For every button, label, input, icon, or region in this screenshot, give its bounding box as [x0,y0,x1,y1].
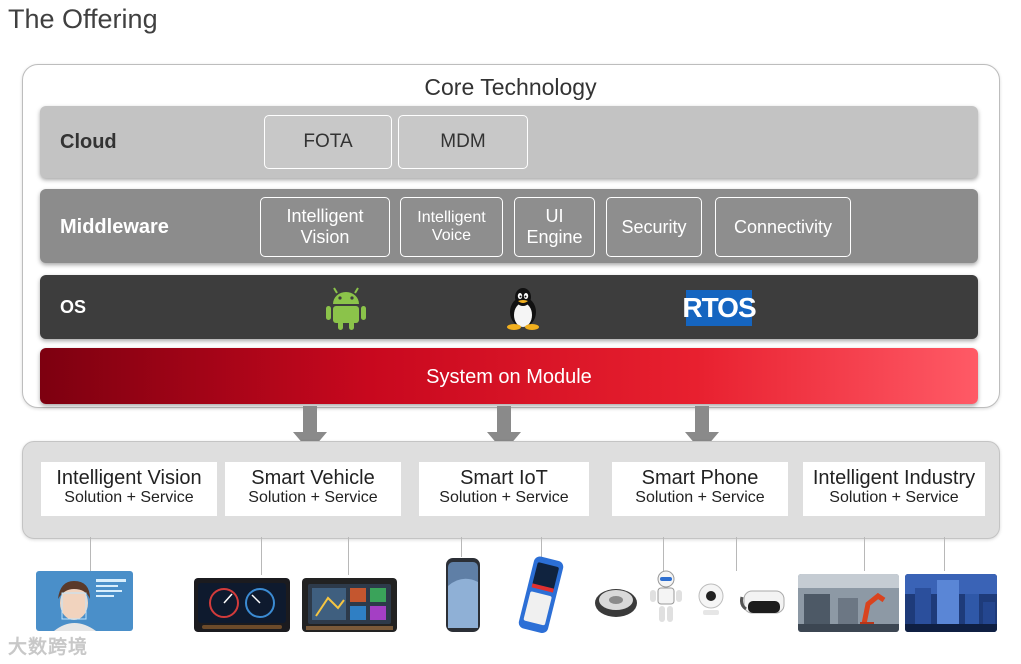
middleware-layer-label: Middleware [60,216,169,238]
solution-box-smart-iot: Smart IoT Solution + Service [419,462,589,516]
smart-camera-image [698,583,724,615]
connector-line [944,537,945,571]
cloud-layer-label: Cloud [60,131,117,153]
humanoid-robot-image [650,570,682,622]
cloud-box-fota: FOTA [264,115,392,169]
page-title: The Offering [8,4,158,34]
android-icon [326,287,366,330]
face-recognition-image [36,571,133,631]
connector-line [90,537,91,571]
solution-subtitle: Solution + Service [635,489,765,506]
solution-box-smart-phone: Smart Phone Solution + Service [612,462,788,516]
core-technology-title: Core Technology [424,74,597,100]
system-on-module-label: System on Module [426,366,592,388]
solution-name: Smart Vehicle [251,467,375,489]
middleware-box-intelligent-voice: Intelligent Voice [400,197,503,257]
os-layer-label: OS [60,297,87,317]
connector-line [864,537,865,571]
industrial-buildings-image [905,574,997,632]
solution-box-smart-vehicle: Smart Vehicle Solution + Service [225,462,401,516]
vehicle-infotainment-image [302,578,397,632]
watermark-text: 大数跨境 [8,637,89,658]
solution-subtitle: Solution + Service [64,489,194,506]
solution-subtitle: Solution + Service [248,489,378,506]
solution-box-intelligent-vision: Intelligent Vision Solution + Service [41,462,217,516]
solution-name: Smart Phone [641,467,759,489]
middleware-box-ui-engine: UI Engine [514,197,595,257]
down-arrow-icon [487,406,521,452]
cloud-box-mdm: MDM [398,115,528,169]
middleware-box-intelligent-vision: Intelligent Vision [260,197,390,257]
down-arrow-icon [293,406,327,452]
connector-line [461,537,462,557]
connector-line [261,537,262,575]
pos-terminal-image [518,556,564,634]
solution-box-intelligent-industry: Intelligent Industry Solution + Service [803,462,985,516]
solution-name: Smart IoT [460,467,548,489]
solution-subtitle: Solution + Service [439,489,569,506]
linux-tux-icon [507,288,539,330]
down-arrow-icon [685,406,719,452]
solution-name: Intelligent Vision [56,467,202,489]
smartphone-image [446,558,480,632]
rtos-logo: RTOS [682,290,757,326]
solution-subtitle: Solution + Service [829,489,959,506]
vehicle-dashboard-image [194,578,290,632]
robot-vacuum-image [595,589,637,617]
industrial-robots-image [798,574,899,632]
connector-line [663,537,664,571]
rtos-logo-text: RTOS [682,292,756,323]
system-on-module-bar [40,348,978,404]
solution-name: Intelligent Industry [812,467,976,489]
vr-headset-image [740,590,785,614]
middleware-box-connectivity: Connectivity [715,197,851,257]
connector-line [348,537,349,575]
connector-line [541,537,542,557]
middleware-box-security: Security [606,197,702,257]
connector-line [736,537,737,571]
